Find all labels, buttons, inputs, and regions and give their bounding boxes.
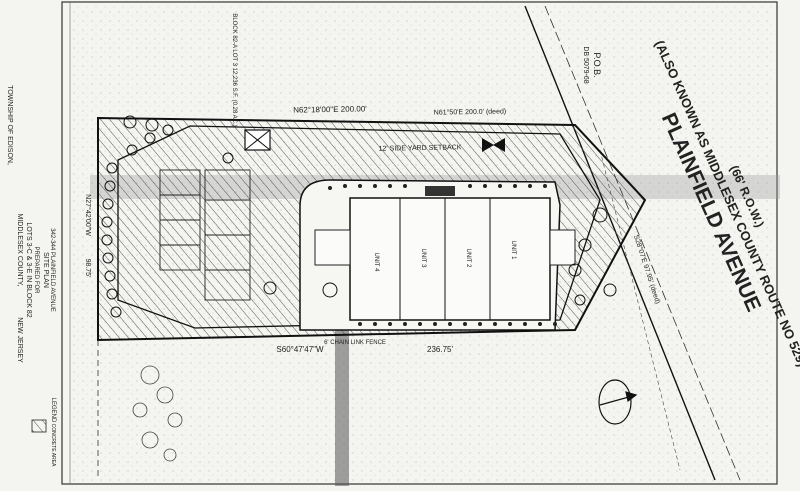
hedge-dots — [328, 184, 557, 326]
setback-arrow-left — [493, 138, 505, 152]
stair-block — [425, 186, 455, 196]
road-centerline — [544, 5, 741, 481]
title-lots: LOTS 3-C & 3-E IN BLOCK 82 — [25, 222, 32, 317]
title-site-plan: SITE PLAN — [42, 252, 49, 288]
sidewalk-line — [599, 149, 681, 471]
unit-label: UNIT 2 — [465, 249, 471, 269]
sheet-border — [61, 1, 778, 485]
block-label: BLOCK 82-A LOT 3 12,236 S.F. (0.28 AC.) — [231, 13, 237, 126]
scan-band-vertical — [335, 300, 349, 486]
unit-label: UNIT 3 — [420, 249, 426, 269]
title-address: 342-344 PLAINFIELD AVENUE — [49, 228, 55, 312]
unit-label: UNIT 1 — [510, 241, 516, 261]
legend-item: CONCRETE AREA — [50, 424, 56, 467]
north-arrow-icon — [598, 379, 638, 425]
unit-label: UNIT 4 — [373, 253, 379, 273]
fence-bottom-label: 6' CHAIN LINK FENCE — [324, 340, 386, 346]
legend-swatch — [31, 419, 47, 433]
landscape-shrubs — [101, 115, 617, 318]
building-units — [349, 197, 551, 321]
bearing-south: S60°47'47"W — [276, 345, 324, 354]
parking-stalls — [159, 169, 251, 301]
title-township: TOWNSHIP OF EDISON, — [6, 85, 13, 165]
bearing-west-dist: 98.75' — [84, 259, 91, 278]
legend-title: LEGEND — [50, 398, 56, 423]
setback-arrow-right — [482, 138, 494, 152]
title-block: SITE PLAN PREPARED FOR LOTS 3-C & 3-E IN… — [6, 85, 55, 363]
pob-ref: DB 5079-68 — [582, 46, 589, 83]
bearing-north-top: N62°18'00"E 200.00' — [293, 104, 367, 114]
setback-label: 12' SIDE YARD SETBACK — [379, 144, 462, 152]
parking-outline — [117, 125, 601, 329]
entry-porch-west — [314, 229, 351, 266]
title-county: MIDDLESEX COUNTY, — [16, 214, 23, 287]
trees-offsite — [132, 365, 183, 462]
bearing-north-deed: N61°50'E 200.0' (deed) — [434, 107, 507, 116]
entry-porch-east — [549, 229, 576, 266]
pob-group: P.O.B. DB 5079-68 — [582, 46, 602, 83]
dumpster-x-2 — [244, 129, 271, 151]
pob-label: P.O.B. — [592, 52, 602, 77]
bearing-south-dist: 236.75' — [427, 345, 453, 354]
title-prepared: PREPARED FOR — [33, 247, 39, 295]
bearing-west: N27°42'00"W — [84, 194, 92, 236]
title-state: NEW JERSEY — [16, 317, 23, 363]
